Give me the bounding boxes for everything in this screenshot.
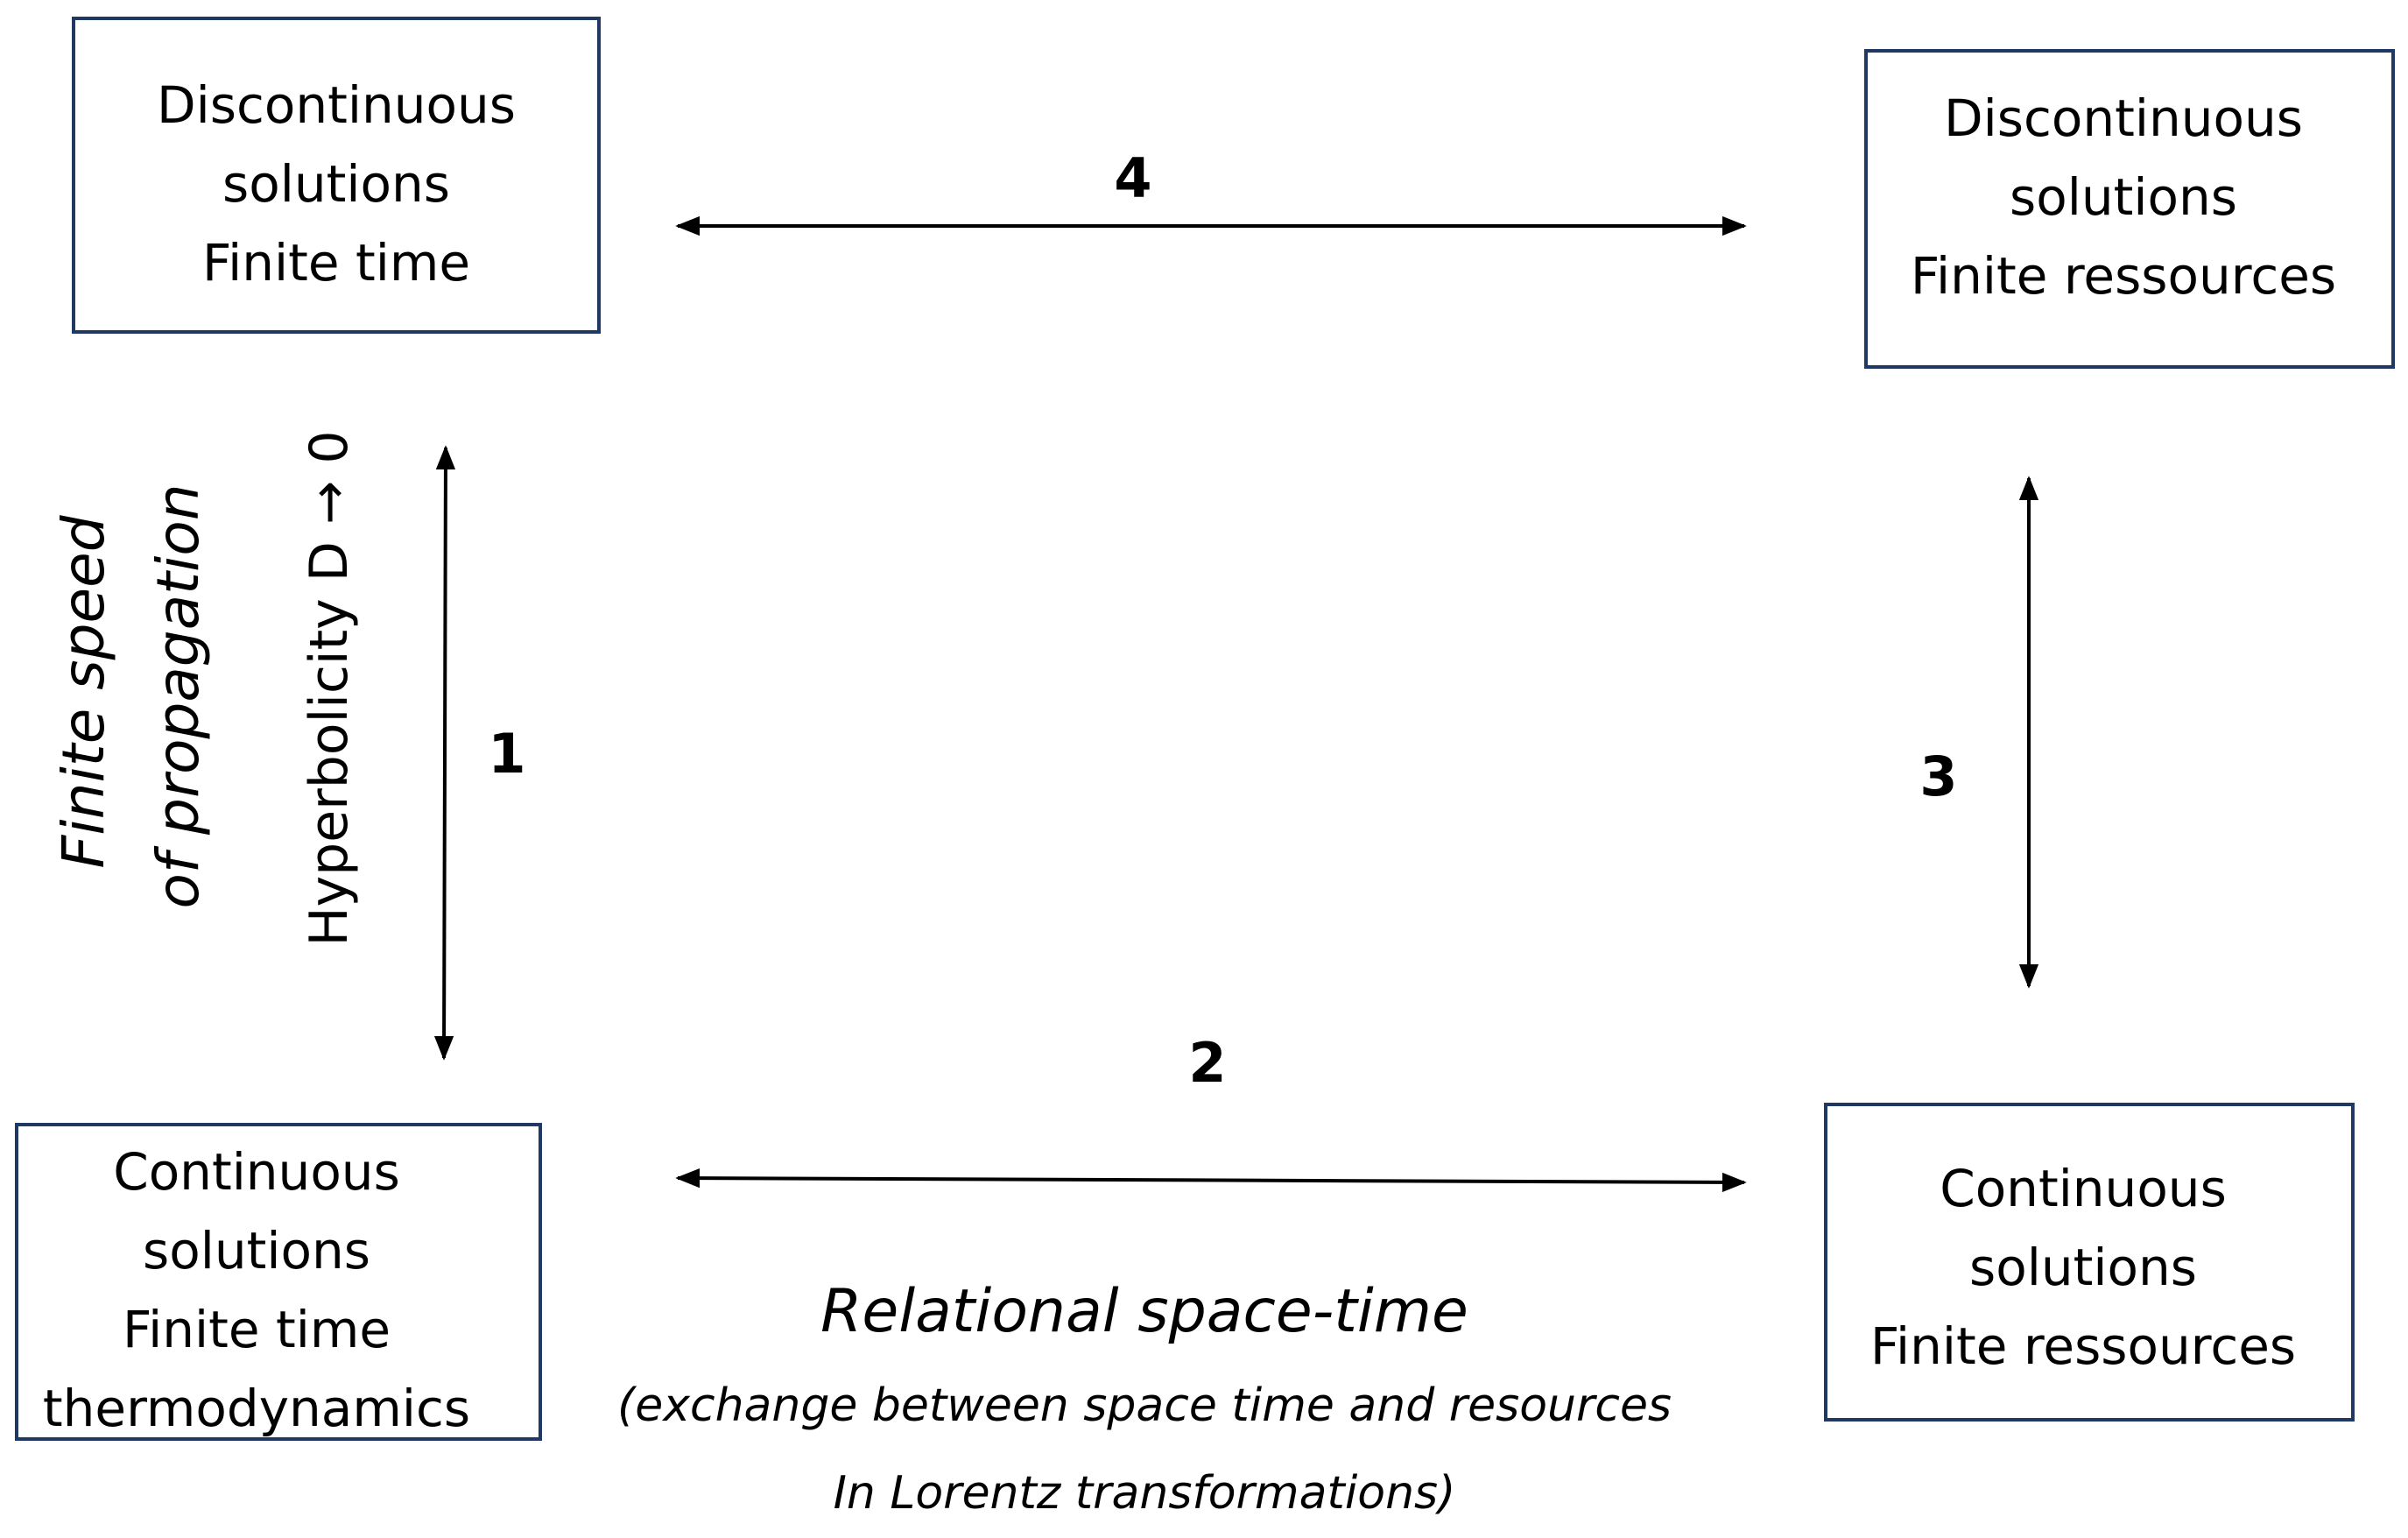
box-line: Continuous (1940, 1159, 2227, 1218)
arrow-label-3: 3 (1919, 744, 1957, 808)
box-line: Discontinuous (1944, 88, 2303, 148)
box-line: Finite time (202, 233, 470, 293)
box-line: thermodynamics (43, 1379, 470, 1438)
box-line: Discontinuous (157, 75, 516, 135)
caption-line-2: In Lorentz transformations) (834, 1467, 1456, 1520)
box-line: solutions (1969, 1238, 2197, 1297)
arrow-label-2: 2 (1188, 1031, 1226, 1095)
arrow-1 (433, 445, 456, 1061)
box-discontinuous-finite-time: Discontinuous solutions Finite time (72, 17, 601, 334)
box-continuous-finite-resources: Continuous solutions Finite ressources (1824, 1103, 2355, 1422)
hyperbolicity-label: Hyperbolicity D → 0 (299, 431, 360, 947)
box-line: Finite time (123, 1300, 391, 1359)
box-line: Finite ressources (1911, 246, 2336, 306)
box-continuous-finite-time: Continuous solutions Finite time thermod… (15, 1123, 542, 1441)
arrow-label-1: 1 (488, 722, 525, 786)
box-discontinuous-finite-resources: Discontinuous solutions Finite ressource… (1864, 49, 2395, 369)
caption-line-1: (exchange between space time and resourc… (617, 1379, 1672, 1432)
arrow-label-4: 4 (1114, 146, 1151, 210)
box-line: solutions (222, 154, 450, 214)
relational-space-time-title: Relational space-time (820, 1277, 1468, 1346)
arrow-2 (675, 1168, 1747, 1193)
box-line: Continuous (113, 1142, 400, 1202)
box-line: solutions (2010, 167, 2237, 227)
finite-speed-label: Finite speed (50, 514, 117, 868)
propagation-label: of propagation (144, 483, 212, 908)
box-line: solutions (143, 1221, 370, 1280)
box-line: Finite ressources (1870, 1316, 2296, 1376)
